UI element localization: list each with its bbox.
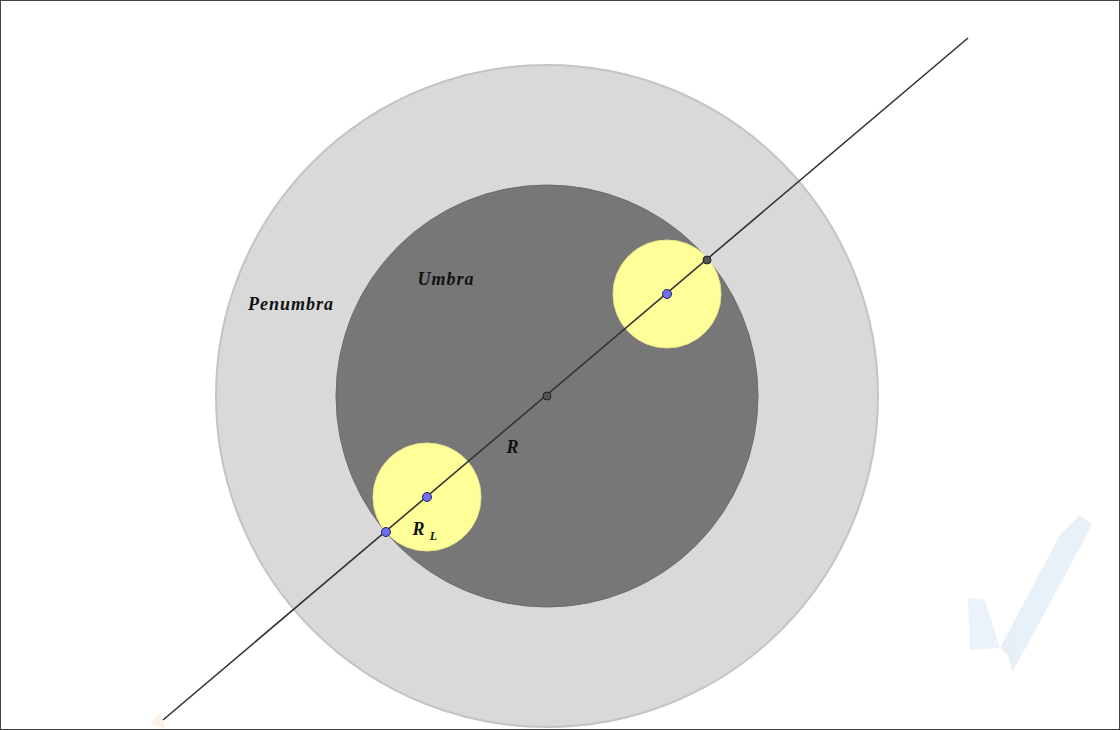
moon-center-point <box>663 290 672 299</box>
moon-disc <box>373 443 481 551</box>
radius-label: R <box>412 520 425 538</box>
region-label: Penumbra <box>248 295 334 313</box>
moon-center-point <box>423 493 432 502</box>
umbra-circle <box>336 185 758 607</box>
moon-edge-point <box>382 528 391 537</box>
umbra-edge-point <box>703 256 711 264</box>
axis-line <box>163 38 968 720</box>
moon-disc <box>613 240 721 348</box>
region-label: Umbra <box>417 270 474 288</box>
penumbra-circle <box>216 65 878 727</box>
subscript: L <box>430 530 438 542</box>
center-point <box>543 392 551 400</box>
radius-label: R <box>506 438 519 456</box>
